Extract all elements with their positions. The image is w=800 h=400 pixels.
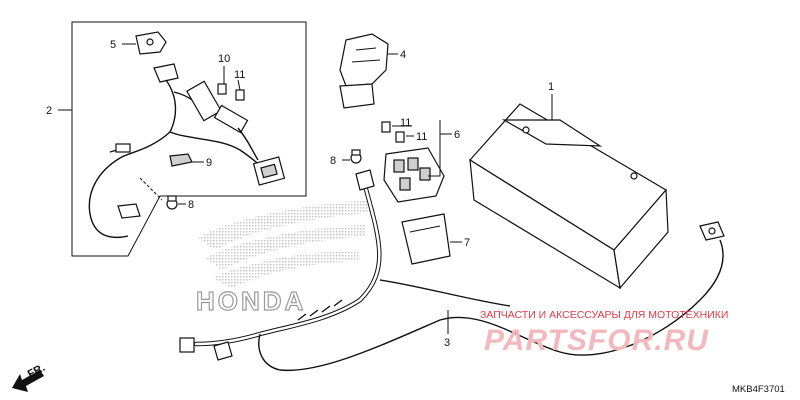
- callout-6: 6: [454, 129, 460, 141]
- part-3-main-harness: [179, 169, 725, 372]
- part-5-cap: [135, 31, 167, 55]
- callout-2: 2: [46, 105, 52, 117]
- callout-11-c: 11: [416, 131, 427, 143]
- callout-10: 10: [218, 53, 230, 65]
- part-1-battery: [469, 103, 669, 290]
- callout-8-b: 8: [330, 155, 336, 167]
- callout-9: 9: [206, 157, 212, 169]
- part-11-fuse-c: [395, 131, 405, 143]
- shop-name: PARTSFOR.RU: [484, 324, 709, 357]
- part-10-fuse: [217, 83, 227, 95]
- part-6-fuse-box: [383, 147, 445, 203]
- front-direction-arrow: [12, 370, 44, 392]
- callout-8-a: 8: [188, 199, 194, 211]
- callout-11-b: 11: [400, 117, 411, 129]
- subassembly-frame: [71, 21, 307, 257]
- callout-11-a: 11: [234, 69, 245, 81]
- callout-3: 3: [444, 337, 450, 349]
- callout-7: 7: [464, 237, 470, 249]
- callout-5: 5: [110, 39, 116, 51]
- part-8-bolt-a: [166, 195, 178, 210]
- diagram-code: MKB4F3701: [732, 384, 785, 395]
- part-11-fuse-b: [381, 121, 391, 133]
- callout-1: 1: [548, 81, 554, 93]
- part-9-rubber: [169, 153, 193, 167]
- shop-tagline: ЗАПЧАСТИ И АКСЕССУАРЫ ДЛЯ МОТОТЕХНИКИ: [480, 309, 728, 321]
- honda-wing-watermark: [198, 200, 372, 288]
- front-direction-label: FR.: [26, 362, 47, 381]
- part-2-sub-harness: [88, 63, 286, 239]
- part-7-fuse-cover: [401, 213, 451, 265]
- part-11-fuse-a: [235, 89, 245, 101]
- honda-wordmark: HONDA: [196, 286, 306, 316]
- callout-4: 4: [400, 49, 406, 61]
- part-4-relay-cover: [339, 33, 389, 109]
- part-8-bolt-b: [350, 149, 362, 164]
